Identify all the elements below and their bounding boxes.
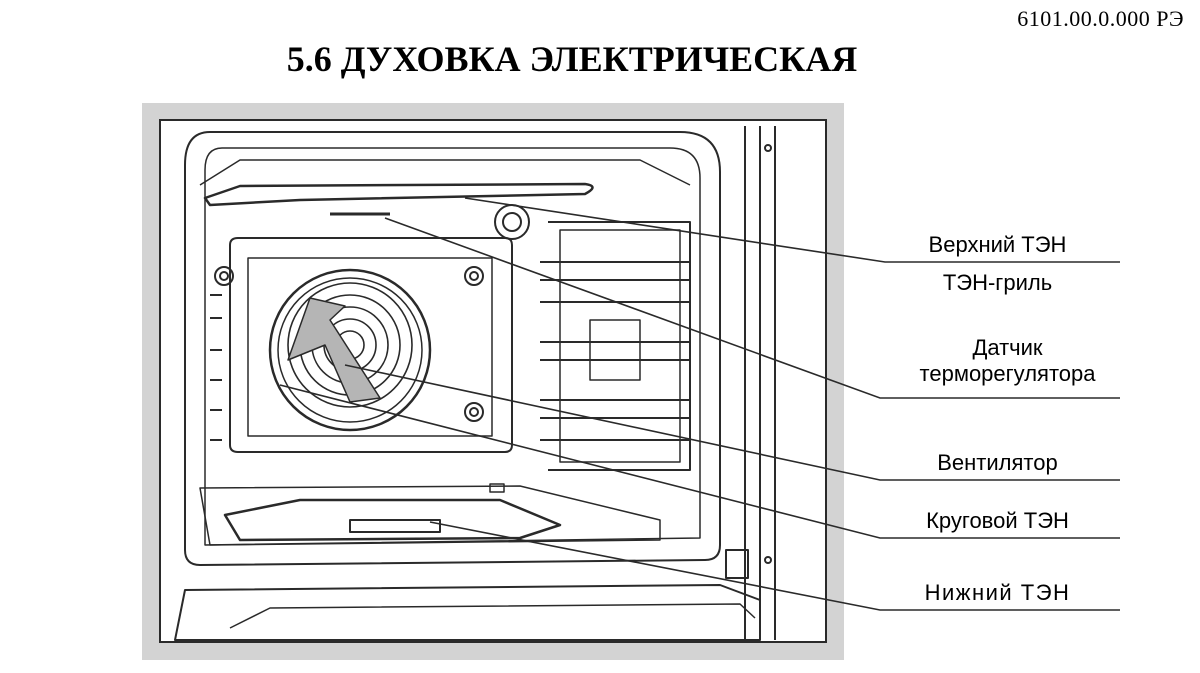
left-rails bbox=[210, 294, 222, 441]
cavity-inner-outline bbox=[204, 147, 701, 546]
label-ring-heater: Круговой ТЭН bbox=[926, 508, 1069, 533]
leader-sensor bbox=[384, 217, 1120, 399]
rear-panel bbox=[229, 237, 513, 453]
leader-bottom-heater bbox=[429, 521, 1120, 611]
leader-fan bbox=[344, 364, 1120, 481]
door-bottom bbox=[174, 584, 761, 641]
section-title: 5.6 ДУХОВКА ЭЛЕКТРИЧЕСКАЯ bbox=[286, 39, 858, 79]
cavity-outline bbox=[184, 131, 721, 566]
leader-top-heater bbox=[464, 197, 1120, 263]
right-shelf-guide bbox=[540, 221, 691, 471]
label-top-heater: Верхний ТЭН bbox=[905, 232, 1090, 258]
label-fan: Вентилятор bbox=[937, 450, 1058, 475]
airflow-arrow bbox=[287, 297, 381, 403]
cavity-ceiling bbox=[199, 159, 691, 186]
label-sensor-line1: Датчик bbox=[972, 335, 1043, 360]
oven-floor bbox=[199, 485, 661, 546]
label-grill-heater-line: ТЭН-гриль bbox=[942, 270, 1053, 295]
label-sensor: Датчик терморегулятора bbox=[900, 335, 1115, 387]
document-code: 6101.00.0.000 РЭ bbox=[1017, 6, 1184, 31]
top-heater bbox=[203, 182, 594, 207]
hinge-bracket bbox=[725, 549, 749, 579]
oven-front-panel bbox=[159, 119, 827, 643]
bottom-heater bbox=[223, 498, 562, 542]
leader-ring-heater bbox=[279, 384, 1120, 539]
label-top-heater-line1: Верхний ТЭН bbox=[928, 232, 1067, 257]
ring-heater bbox=[268, 268, 432, 432]
label-sensor-line2: терморегулятора bbox=[919, 361, 1096, 386]
label-bottom-heater: Нижний ТЭН bbox=[924, 580, 1071, 605]
label-grill-heater: ТЭН-гриль bbox=[905, 270, 1090, 296]
